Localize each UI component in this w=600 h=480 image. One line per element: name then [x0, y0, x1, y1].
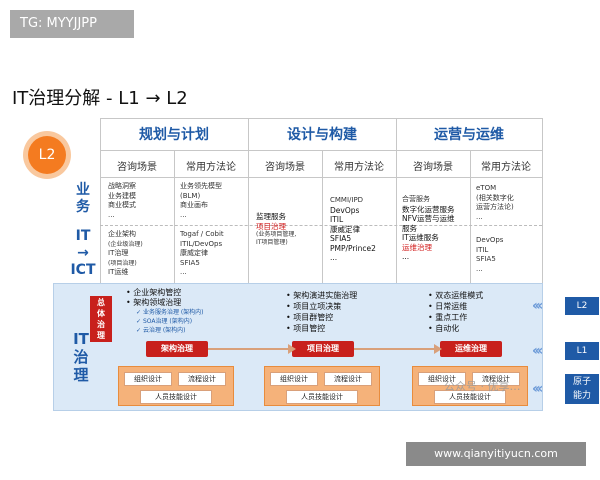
flow-arrow-2: [354, 344, 442, 354]
process-design-2: 流程设计: [324, 372, 372, 386]
chevron-left-icon: ‹‹‹: [532, 298, 543, 314]
col-head-ops: 运营与运维: [434, 127, 504, 143]
sub-consult-3: 咨询场景: [413, 162, 453, 173]
row-label-it-ict: IT → ICT: [70, 228, 96, 278]
sub-consult-1: 咨询场景: [117, 162, 157, 173]
gov-col1-items: • 企业架构管控 • 架构领域治理 ✓ 业务服务治理 (架构内) ✓ SOA治理…: [126, 288, 204, 334]
biz-ops-consult: 合营服务 数字化运营服务 NFV运营与运维 服务 IT运维服务 运维治理 ...: [402, 195, 455, 261]
sub-method-3: 常用方法论: [481, 162, 531, 173]
flow-arrow-1: [208, 344, 296, 354]
level-badge: L2: [28, 136, 66, 174]
row-label-it-governance: IT 治 理: [73, 330, 89, 384]
skills-design-3: 人员技能设计: [434, 390, 506, 404]
process-design-3: 流程设计: [472, 372, 520, 386]
page-title: IT治理分解 - L1 → L2: [12, 88, 188, 109]
stage-architecture: 架构治理: [146, 341, 208, 357]
col-head-design: 设计与构建: [287, 127, 357, 143]
org-design-3: 组织设计: [418, 372, 466, 386]
site-watermark: www.qianyitiyucn.com: [406, 442, 586, 466]
gov-col2-items: • 架构演进实施治理 • 项目立项决策 • 项目群管控 • 项目管控: [286, 291, 358, 333]
ict-plan-consult: 企业架构 (企业级治理) IT治理 (项目治理) IT运维: [108, 230, 143, 276]
skills-design-1: 人员技能设计: [140, 390, 212, 404]
col-head-plan: 规划与计划: [139, 127, 209, 143]
stage-project: 项目治理: [292, 341, 354, 357]
overall-governance-label: 总 体 治 理: [90, 296, 112, 342]
biz-ops-method: eTOM(相关数字化运营方法论)...: [476, 184, 514, 221]
chevron-left-icon: ‹‹‹: [532, 343, 543, 359]
sub-method-1: 常用方法论: [186, 162, 236, 173]
process-design-1: 流程设计: [178, 372, 226, 386]
stage-operations: 运维治理: [440, 341, 502, 357]
tag-label: TG: MYYJJPP: [10, 10, 134, 38]
gov-col3-items: • 双态运维模式 • 日常运维 • 重点工作 • 自动化: [428, 291, 484, 333]
sub-method-2: 常用方法论: [334, 162, 384, 173]
org-design-2: 组织设计: [270, 372, 318, 386]
design-consult: 监理服务 项目治理 (业务项目管理, IT项目管理): [256, 212, 297, 246]
chevron-left-icon: ‹‹‹: [532, 381, 543, 397]
brand-watermark: 公众号 · 优享…: [444, 380, 521, 393]
org-design-1: 组织设计: [124, 372, 172, 386]
level-l1-tag: L1: [565, 342, 599, 360]
level-l2-tag: L2: [565, 297, 599, 315]
skills-design-2: 人员技能设计: [286, 390, 358, 404]
level-atomic-tag: 原子 能力: [565, 374, 599, 404]
sub-consult-2: 咨询场景: [265, 162, 305, 173]
design-method: CMMI/IPD DevOps ITIL 康威定律 SFIA5 PMP/Prin…: [330, 196, 376, 262]
biz-plan-method: 业务领先模型(BLM)商业画布...: [180, 182, 222, 219]
biz-plan-consult: 战略洞察业务建模商业模式...: [108, 182, 136, 219]
row-label-business: 业 务: [76, 182, 90, 215]
